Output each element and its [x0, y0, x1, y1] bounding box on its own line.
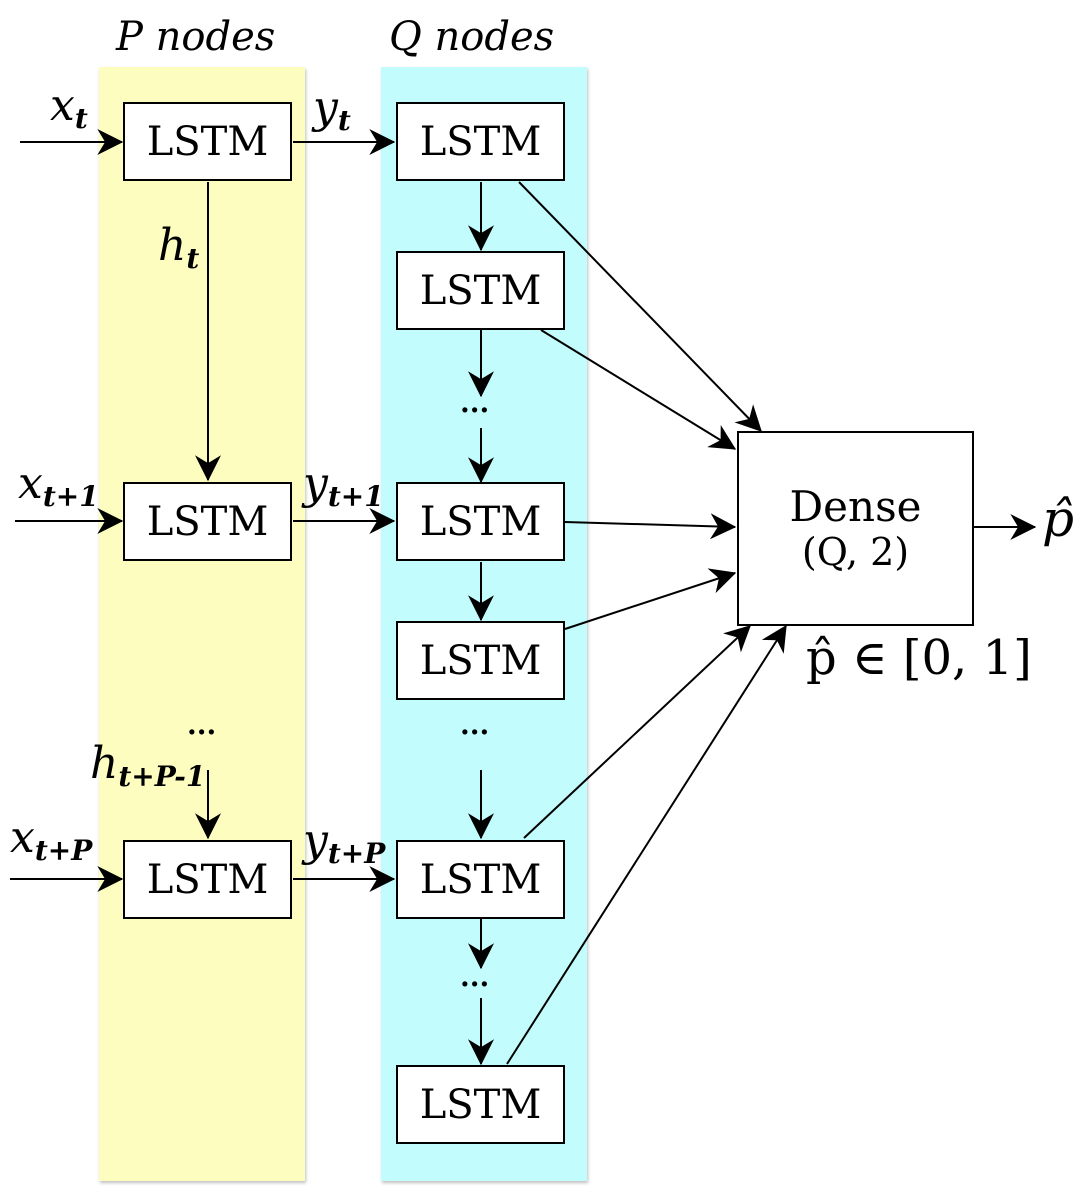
label-y-t1: yt+1	[303, 458, 384, 513]
label-x-tP: xt+P	[10, 812, 93, 867]
p-nodes-column	[99, 67, 305, 1181]
p-lstm-t: LSTM	[123, 102, 292, 181]
ellipsis-q-2: ...	[460, 708, 490, 741]
p-lstm-t1: LSTM	[123, 482, 292, 561]
label-h-tP1: ht+P-1	[90, 738, 206, 793]
q-lstm-6: LSTM	[396, 1065, 565, 1144]
q-lstm-1: LSTM	[396, 102, 565, 181]
arrow-q1-dense	[518, 181, 762, 432]
dense-layer: Dense (Q, 2)	[737, 431, 974, 626]
label-y-t: yt	[313, 82, 351, 137]
label-x-t: xt	[50, 80, 88, 135]
arrow-q4-dense	[564, 568, 737, 630]
q-lstm-3: LSTM	[396, 482, 565, 561]
q-lstm-2: LSTM	[396, 251, 565, 330]
q-lstm-4: LSTM	[396, 621, 565, 700]
ellipsis-q-1: ...	[460, 386, 490, 419]
output-p-hat: p̂	[1042, 490, 1075, 548]
output-range: p̂ ∈ [0, 1]	[806, 630, 1032, 686]
label-y-tP: yt+P	[303, 815, 386, 870]
p-lstm-tP: LSTM	[123, 840, 292, 919]
dense-name: Dense	[789, 481, 922, 531]
ellipsis-p: ...	[187, 708, 217, 741]
label-x-t1: xt+1	[18, 458, 99, 513]
arrow-q2-dense	[540, 329, 737, 450]
label-h-t: ht	[158, 220, 200, 275]
arrow-q6-dense	[506, 624, 787, 1065]
q-nodes-title: Q nodes	[389, 14, 555, 60]
q-lstm-5: LSTM	[396, 840, 565, 919]
dense-params: (Q, 2)	[801, 529, 910, 574]
p-nodes-title: P nodes	[116, 14, 276, 60]
ellipsis-q-3: ...	[460, 960, 490, 993]
arrow-q5-dense	[523, 625, 751, 839]
arrow-q3-dense	[564, 513, 737, 540]
